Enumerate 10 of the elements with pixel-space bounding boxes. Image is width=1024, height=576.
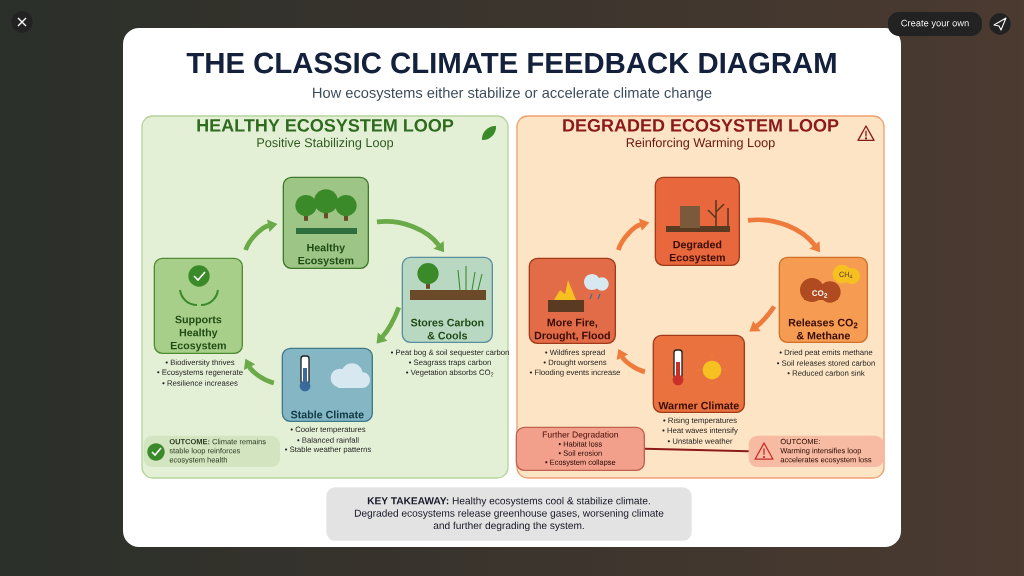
takeaway-box: KEY TAKEAWAY: Healthy ecosystems cool & stabilize climate. Degraded ecosystems release greenhouse gases, worsening climate and further degrading the system. [326, 487, 692, 541]
process-box: Warmer Climate [652, 334, 745, 413]
process-box: Supports Healthy Ecosystem [153, 257, 243, 354]
create-button: Create your own [888, 12, 982, 36]
subtitle: How ecosystems either stabilize or accelerate climate change [313, 87, 712, 101]
icon-label: CO$_{2}$ [812, 290, 828, 298]
arrow [376, 306, 401, 344]
connector-line [644, 447, 750, 453]
title: THE CLASSIC CLIMATE FEEDBACK DIAGRAM [186, 52, 836, 74]
arrow [749, 305, 777, 332]
